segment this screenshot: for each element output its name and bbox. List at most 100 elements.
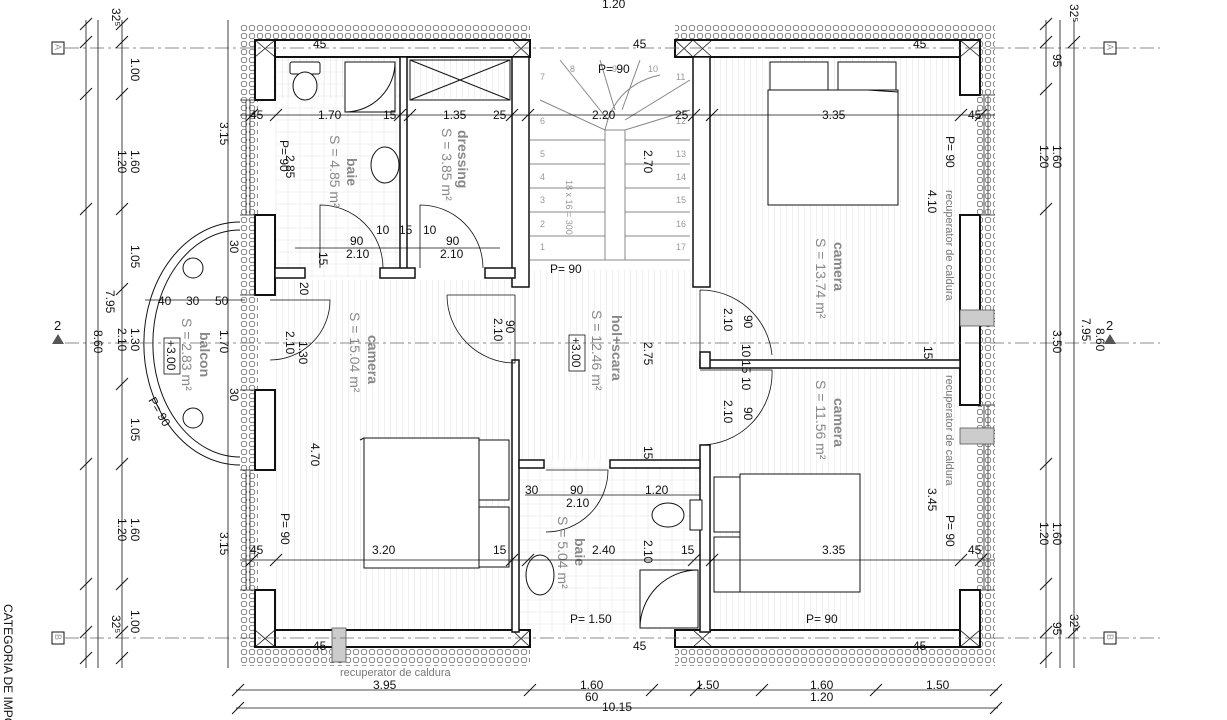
room-dressing-area: S = 3.85 m² <box>439 128 455 201</box>
dim-l-30b: 30 <box>227 388 241 402</box>
dim-h-15c: 15 <box>681 543 695 557</box>
dim-l-860: 8.60 <box>91 330 105 354</box>
dimension-texts: 1.20 3.95 1.60 60 1.50 1.60 1.20 1.50 10… <box>158 0 982 714</box>
dim-d-30c: 30 <box>186 294 200 308</box>
dim-r-120b: 1.20 <box>1037 522 1051 546</box>
step-9: 9 <box>612 64 617 74</box>
dim-l-100a: 1.00 <box>128 58 142 82</box>
dim-v-210d: 2.10 <box>721 400 735 424</box>
recuperator-note-mid: recuperator de caldura <box>943 375 955 487</box>
dimension-ticks <box>79 17 1081 715</box>
grid-a-left: A <box>53 44 63 50</box>
dim-d-15: 15 <box>399 223 413 237</box>
bathroom-fixtures <box>289 61 703 629</box>
notes: recuperator de caldura recuperator de ca… <box>145 62 957 679</box>
dim-c-45a: 45 <box>313 37 327 51</box>
dim-c-45d: 45 <box>313 639 327 653</box>
dressing-closet <box>409 59 511 101</box>
p90-balcon: P= 90 <box>145 395 173 430</box>
dim-c-45b: 45 <box>633 37 647 51</box>
stair-step-numbers: 1 2 3 4 5 6 7 8 9 10 11 12 13 14 15 16 1… <box>540 64 686 252</box>
grid-a-right: A <box>1105 44 1115 50</box>
dim-v-275: 2.75 <box>641 342 655 366</box>
dim-l-285: 2.85 <box>283 155 297 179</box>
dim-r-795: 7.95 <box>1079 318 1093 342</box>
dim-bot-160: 1.60 <box>580 678 604 692</box>
room-baie-top-area: S = 4.85 m² <box>327 135 343 208</box>
dim-h-15a: 15 <box>383 108 397 122</box>
step-11: 11 <box>676 72 685 82</box>
room-baie-top-name: baie <box>344 158 360 186</box>
dim-v-210c: 2.10 <box>641 540 655 564</box>
dim-l-160a: 1.60 <box>128 150 142 174</box>
p90-bottom-right: P= 90 <box>806 612 838 626</box>
step-3: 3 <box>540 195 545 205</box>
dim-l-30a: 30 <box>227 240 241 254</box>
dim-v-90b: 90 <box>741 315 755 329</box>
dim-l-470: 4.70 <box>308 443 322 467</box>
dim-l-170: 1.70 <box>217 330 231 354</box>
dim-h-45b: 45 <box>968 108 982 122</box>
dim-d-90b: 90 <box>446 234 460 248</box>
exterior-insulation <box>240 24 995 666</box>
dim-d-210d: 2.10 <box>566 496 590 510</box>
dim-bot-1015: 10.15 <box>602 700 632 714</box>
dim-bot-150b: 1.50 <box>926 678 950 692</box>
dim-v-210a: 2.10 <box>491 318 505 342</box>
p90-stair-top: P= 90 <box>598 62 630 76</box>
p90-right-top: P= 90 <box>943 136 957 168</box>
balcony <box>143 221 241 466</box>
dim-c-45c: 45 <box>913 37 927 51</box>
staircase <box>530 59 691 261</box>
room-camera-tr-area: S = 13.74 m² <box>813 238 829 319</box>
dim-h-25b: 25 <box>675 108 689 122</box>
dim-r-410: 4.10 <box>925 190 939 214</box>
room-camera-left-name: camera <box>365 335 381 384</box>
step-10: 10 <box>648 64 658 74</box>
step-14: 14 <box>676 172 686 182</box>
section-label-right: 2 <box>1106 318 1113 333</box>
dim-d-90d: 90 <box>570 483 584 497</box>
dim-l-795: 7.95 <box>103 290 117 314</box>
room-camera-tr-name: camera <box>831 242 847 291</box>
dim-h-45c: 45 <box>250 543 264 557</box>
step-15: 15 <box>676 195 686 205</box>
p90-right-bottom: P= 90 <box>943 515 957 547</box>
room-camera-br-name: camera <box>831 398 847 447</box>
dim-bot-160b: 1.60 <box>810 678 834 692</box>
dim-l-315b: 3.15 <box>217 532 231 556</box>
dim-bot-150a: 1.50 <box>696 678 720 692</box>
dim-v-15c: 15 <box>641 446 655 460</box>
exterior-walls <box>254 39 981 648</box>
dim-d-90a: 90 <box>350 234 364 248</box>
dim-bot-395: 3.95 <box>373 678 397 692</box>
dim-l-20a: 20 <box>297 282 311 296</box>
p90-left-top: P= 90 <box>277 140 291 172</box>
dim-l-210: 2.10 <box>115 328 129 352</box>
stair-note: 18 x 16 = 300 <box>564 180 574 235</box>
dim-l-130b: 1.30 <box>296 341 310 365</box>
dim-r-160a: 1.60 <box>1050 145 1064 169</box>
dim-v-90a: 90 <box>503 320 517 334</box>
dim-l-120b: 1.20 <box>115 518 129 542</box>
doors <box>269 204 773 533</box>
step-12: 12 <box>676 116 686 126</box>
recuperator-note-bottom: recuperator de caldura <box>340 667 452 679</box>
dim-r-120a: 1.20 <box>1037 145 1051 169</box>
dim-h-220: 2.20 <box>592 108 616 122</box>
room-baie-bot-name: baie <box>572 538 588 566</box>
dim-r-160b: 1.60 <box>1050 522 1064 546</box>
dim-l-210b: 2.10 <box>283 331 297 355</box>
room-camera-left-area: S = 15.04 m² <box>347 312 363 393</box>
step-2: 2 <box>540 219 545 229</box>
step-8: 8 <box>570 64 575 74</box>
dim-l-130: 1.30 <box>128 328 142 352</box>
dim-r-95a: 95 <box>1050 54 1064 68</box>
dim-l-160b: 1.60 <box>128 518 142 542</box>
recuperator-note-top: recuperator de caldura <box>943 190 955 302</box>
room-hol-level: +3.00 <box>569 337 583 368</box>
interior-walls <box>274 56 961 633</box>
step-5: 5 <box>540 149 545 159</box>
dim-r-325a: 32⁵ <box>1067 4 1081 22</box>
step-6: 6 <box>540 116 545 126</box>
